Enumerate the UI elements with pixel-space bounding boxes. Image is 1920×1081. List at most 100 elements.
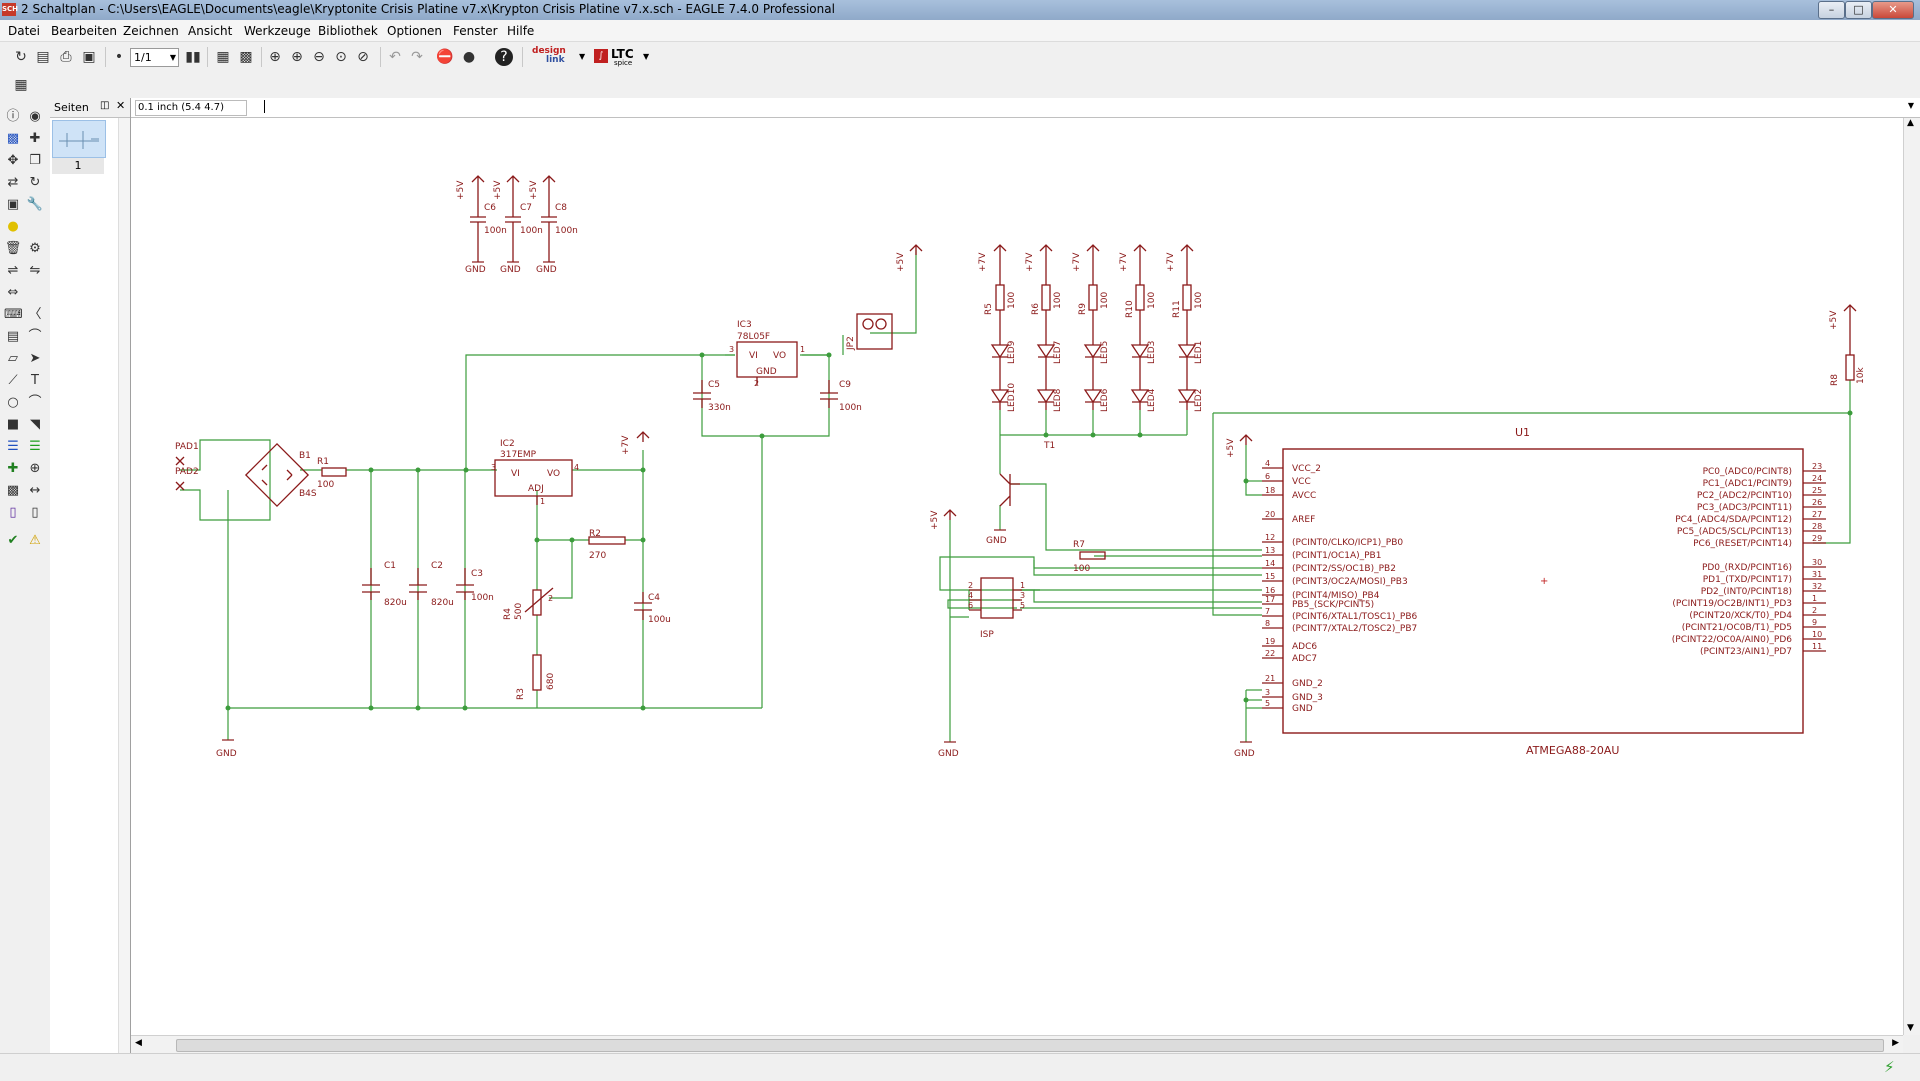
open-icon[interactable]: ↻ xyxy=(15,49,27,65)
page-thumbnail[interactable] xyxy=(52,120,106,158)
mcu-left-pin-number: 18 xyxy=(1265,486,1275,495)
text-cursor xyxy=(264,100,265,113)
menu-bearbeiten[interactable]: Bearbeiten xyxy=(51,24,117,38)
cam-icon[interactable]: ▣ xyxy=(82,49,96,65)
smash-icon[interactable]: ▤ xyxy=(6,329,20,344)
junction-icon[interactable]: ✚ xyxy=(7,461,19,476)
polygon-icon[interactable]: ◥ xyxy=(30,417,40,432)
value-icon[interactable]: 〈 xyxy=(28,307,42,322)
erc-icon[interactable]: ✔ xyxy=(7,533,19,548)
print-icon[interactable]: ⎙ xyxy=(60,49,72,65)
info-icon[interactable]: ⓘ xyxy=(6,109,20,124)
close-icon[interactable]: ✕ xyxy=(116,99,126,112)
split-icon[interactable]: ▱ xyxy=(8,351,18,366)
r9-value: 100 xyxy=(1100,292,1110,309)
chevron-up-icon[interactable]: ▲ xyxy=(1907,118,1914,128)
script-icon[interactable]: ▦ xyxy=(216,49,230,65)
mcu-right-pin-label: PC2_(ADC2/PCINT10) xyxy=(1697,491,1792,501)
vertical-scrollbar[interactable]: ▲ ▼ xyxy=(1903,118,1920,1035)
schematic-canvas[interactable]: +5V +5V +5V C6 C7 C8 100n 100n 100n GND … xyxy=(131,118,1903,1035)
zoom-in-icon[interactable]: ⊕ xyxy=(291,49,303,65)
chevron-left-icon[interactable]: ◀ xyxy=(135,1038,142,1048)
redo-icon[interactable]: ↷ xyxy=(411,49,423,65)
command-line[interactable] xyxy=(261,99,1901,115)
isp-pin-1: 1 xyxy=(1020,581,1025,590)
net-wires xyxy=(180,250,1851,742)
zoom-fit-icon[interactable]: ⊕ xyxy=(269,49,281,65)
label-icon[interactable]: ⊕ xyxy=(29,461,41,476)
paste-icon[interactable]: ● xyxy=(7,219,19,234)
wire-icon[interactable]: ⟋ xyxy=(8,373,18,388)
invoke-icon[interactable]: ➤ xyxy=(29,351,41,366)
add-icon[interactable]: ⚙ xyxy=(29,241,41,256)
zoom-redraw-icon[interactable]: ⊙ xyxy=(335,49,347,65)
display-icon[interactable]: ▩ xyxy=(6,131,20,146)
go-icon[interactable]: ● xyxy=(462,49,476,65)
arc-icon[interactable]: ⌒ xyxy=(28,395,42,410)
maximize-button[interactable]: □ xyxy=(1845,1,1872,19)
text-icon[interactable]: T xyxy=(31,373,39,388)
pinswap-icon[interactable]: ⇌ xyxy=(7,263,19,278)
menu-optionen[interactable]: Optionen xyxy=(387,24,443,38)
circle-icon[interactable]: ○ xyxy=(7,395,19,410)
gateswap-icon[interactable]: ⇋ xyxy=(29,263,41,278)
run-ulp-icon[interactable]: ▩ xyxy=(239,49,253,65)
grid-icon[interactable]: ▦ xyxy=(14,77,28,93)
bus-icon[interactable]: ☰ xyxy=(7,439,19,454)
errors-icon[interactable]: ⚠ xyxy=(29,533,41,548)
attribute-icon[interactable]: ▩ xyxy=(6,483,20,498)
zoom-select-icon[interactable]: ⊘ xyxy=(357,49,369,65)
rect-icon[interactable]: ■ xyxy=(6,417,20,432)
mcu-right-pin-number: 23 xyxy=(1812,462,1822,471)
mark-icon[interactable]: ✚ xyxy=(29,131,41,146)
command-palette: ⓘ ◉ ▩ ✚ ✥ ❐ ⇄ ↻ ▣ 🔧 ● 🗑 ⚙ ⇌ ⇋ ⇔ ⌨ 〈 ▤ ⌒ … xyxy=(0,98,51,1053)
pin-icon[interactable]: ◫ xyxy=(100,100,110,111)
chevron-right-icon[interactable]: ▶ xyxy=(1892,1038,1899,1048)
rotate-icon[interactable]: ↻ xyxy=(29,175,41,190)
menu-hilfe[interactable]: Hilfe xyxy=(507,24,535,38)
menu-werkzeuge[interactable]: Werkzeuge xyxy=(244,24,311,38)
horizontal-scrollbar[interactable]: ◀ ▶ xyxy=(131,1035,1903,1054)
delete-icon[interactable]: 🗑 xyxy=(4,241,22,256)
pages-scrollbar[interactable] xyxy=(118,118,130,1053)
copy-icon[interactable]: ❐ xyxy=(29,153,41,168)
ltspice-button[interactable]: ∫ LTC spice xyxy=(594,47,649,67)
close-button[interactable]: ✕ xyxy=(1872,1,1914,19)
move-icon[interactable]: ✥ xyxy=(7,153,19,168)
replace-icon[interactable]: ⇔ xyxy=(7,285,19,300)
chevron-down-icon[interactable]: ▼ xyxy=(579,52,586,61)
menu-ansicht[interactable]: Ansicht xyxy=(188,24,233,38)
help-icon[interactable]: ? xyxy=(495,48,513,66)
chevron-down-icon[interactable]: ▼ xyxy=(1907,101,1914,110)
menu-bibliothek[interactable]: Bibliothek xyxy=(318,24,378,38)
minimize-button[interactable]: – xyxy=(1818,1,1845,19)
sheet-select[interactable]: 1/1▼ xyxy=(130,48,179,67)
menu-zeichnen[interactable]: Zeichnen xyxy=(123,24,179,38)
undo-icon[interactable]: ↶ xyxy=(389,49,401,65)
save-icon[interactable]: ▤ xyxy=(36,49,50,65)
menu-bar: Datei Bearbeiten Zeichnen Ansicht Werkze… xyxy=(0,20,1920,42)
miter-icon[interactable]: ⌒ xyxy=(28,329,42,344)
board-switch-icon[interactable]: ▮▮ xyxy=(185,49,201,65)
r10-supply: +7V xyxy=(1119,252,1129,272)
group-icon[interactable]: ▣ xyxy=(6,197,20,212)
menu-fenster[interactable]: Fenster xyxy=(453,24,498,38)
module-icon[interactable]: ▯ xyxy=(31,505,39,520)
name-icon[interactable]: ⌨ xyxy=(4,307,23,322)
stop-icon[interactable]: ⛔ xyxy=(436,49,454,65)
change-icon[interactable]: 🔧 xyxy=(26,197,44,212)
chevron-down-icon[interactable]: ▼ xyxy=(643,52,650,61)
net-icon[interactable]: ☰ xyxy=(29,439,41,454)
mirror-icon[interactable]: ⇄ xyxy=(7,175,19,190)
ic3-vi: VI xyxy=(749,351,758,361)
led4-label: LED4 xyxy=(1147,388,1157,412)
scroll-thumb[interactable] xyxy=(176,1039,1884,1052)
chevron-down-icon[interactable]: ▼ xyxy=(1907,1023,1914,1033)
show-icon[interactable]: ◉ xyxy=(29,109,41,124)
dimension-icon[interactable]: ↔ xyxy=(29,483,41,498)
frame-icon[interactable]: ▯ xyxy=(9,505,17,520)
lightning-icon[interactable]: ⚡ xyxy=(1884,1058,1895,1076)
menu-datei[interactable]: Datei xyxy=(8,24,41,38)
zoom-out-icon[interactable]: ⊖ xyxy=(313,49,325,65)
